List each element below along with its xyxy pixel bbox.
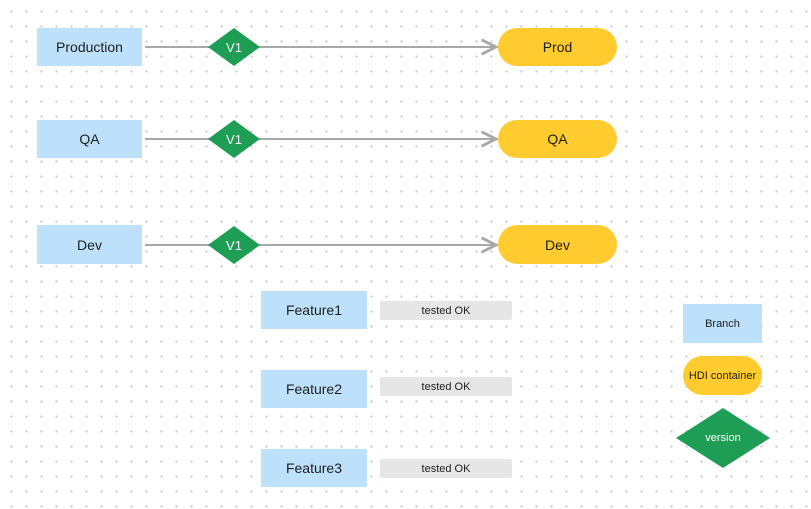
status-label: tested OK xyxy=(421,304,471,317)
container-label: Dev xyxy=(545,236,570,253)
diamond-shape xyxy=(676,408,770,468)
feature-label: Feature2 xyxy=(285,381,343,397)
container-label: QA xyxy=(547,131,568,147)
container-qa[interactable]: QA xyxy=(498,120,617,158)
legend-version: version xyxy=(676,408,770,468)
feature-branch-3[interactable]: Feature3 xyxy=(261,449,367,487)
container-label: Prod xyxy=(542,39,573,55)
status-tag-feature3: tested OK xyxy=(380,459,512,478)
diamond-shape xyxy=(208,28,260,66)
branch-dev[interactable]: Dev xyxy=(37,225,142,264)
feature-branch-1[interactable]: Feature1 xyxy=(261,291,367,329)
status-tag-feature1: tested OK xyxy=(380,301,512,320)
legend-branch-label: Branch xyxy=(705,317,740,330)
feature-branch-2[interactable]: Feature2 xyxy=(261,370,367,408)
feature-label: Feature3 xyxy=(285,460,343,476)
diamond-shape xyxy=(208,120,260,158)
feature-label: Feature1 xyxy=(285,302,343,318)
branch-production[interactable]: Production xyxy=(37,28,142,66)
legend-branch: Branch xyxy=(683,304,762,343)
status-tag-feature2: tested OK xyxy=(380,377,512,396)
container-dev[interactable]: Dev xyxy=(498,225,617,264)
version-diamond-production[interactable]: V1 xyxy=(208,28,260,66)
version-label: V1 xyxy=(226,237,242,253)
status-label: tested OK xyxy=(421,462,471,475)
legend-version-label: version xyxy=(705,432,741,444)
version-label: V1 xyxy=(226,39,242,55)
container-prod[interactable]: Prod xyxy=(498,28,617,66)
diamond-shape xyxy=(208,226,260,264)
version-diamond-qa[interactable]: V1 xyxy=(208,120,260,158)
status-label: tested OK xyxy=(421,380,471,393)
branch-label: Dev xyxy=(77,236,102,253)
branch-qa[interactable]: QA xyxy=(37,120,142,158)
legend-hdi-container: HDI container xyxy=(683,356,762,395)
branch-label: Production xyxy=(56,39,123,55)
version-diamond-dev[interactable]: V1 xyxy=(208,226,260,264)
branch-label: QA xyxy=(79,131,100,147)
legend-container-label: HDI container xyxy=(688,369,757,382)
version-label: V1 xyxy=(226,131,242,147)
